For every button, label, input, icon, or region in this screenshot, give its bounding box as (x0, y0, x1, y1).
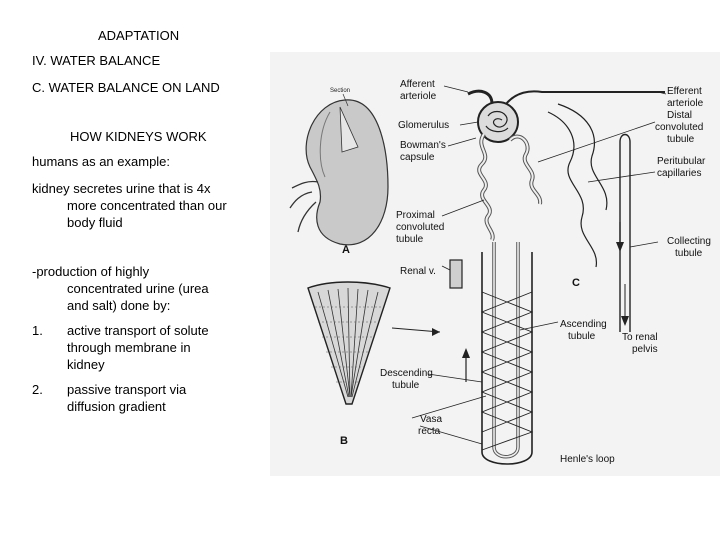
collecting-label-1: Collecting (667, 236, 711, 247)
production-text-line-2: concentrated urine (urea (67, 281, 209, 296)
renal-v-label: Renal v. (400, 266, 436, 277)
to-renal-label-1: To renal (622, 332, 658, 343)
vasa-label-1: Vasa (420, 414, 442, 425)
renal-pyramid-drawing (307, 281, 391, 405)
list-number-1: 1. (32, 323, 43, 338)
peritubular-label-1: Peritubular (657, 156, 706, 167)
kidney-drawing (289, 93, 389, 246)
slide-title: ADAPTATION (98, 28, 180, 43)
bowmans-label-1: Bowman's (400, 140, 446, 151)
list-item-1-line-3: kidney (67, 357, 105, 372)
panel-b-label: B (340, 435, 348, 447)
to-renal-label-2: pelvis (632, 344, 658, 355)
efferent-label-1: Efferent (667, 86, 702, 97)
distal-label-1: Distal (667, 110, 692, 121)
proximal-label-3: tubule (396, 234, 424, 245)
leader-lines (411, 85, 667, 445)
ascending-label-2: tubule (568, 331, 596, 342)
vasa-label-2: recta (418, 426, 441, 437)
panel-a-label: A (342, 244, 350, 256)
section-label: Section (330, 88, 350, 94)
ascending-label-1: Ascending (560, 319, 607, 330)
glomerulus-label: Glomerulus (398, 120, 449, 131)
collecting-label-2: tubule (675, 248, 703, 259)
nephron-figure: Section A B (270, 52, 720, 476)
kidney-text-line-3: body fluid (67, 215, 123, 230)
list-item-1-line-1: active transport of solute (67, 323, 209, 338)
henle-label: Henle's loop (560, 454, 615, 465)
efferent-label-2: arteriole (667, 98, 704, 109)
afferent-label-1: Afferent (400, 79, 435, 90)
descending-label-2: tubule (392, 380, 420, 391)
distal-label-3: tubule (667, 134, 695, 145)
production-text-line-1: -production of highly (32, 264, 150, 279)
peritubular-label-2: capillaries (657, 168, 701, 179)
list-number-2: 2. (32, 382, 43, 397)
bowmans-label-2: capsule (400, 152, 435, 163)
kidney-text-line-1: kidney secretes urine that is 4x (32, 181, 211, 196)
proximal-label-1: Proximal (396, 210, 435, 221)
kidney-text-line-2: more concentrated than our (67, 198, 227, 213)
nephron-diagram: Section A B (289, 79, 711, 465)
afferent-label-2: arteriole (400, 91, 437, 102)
example-line: humans as an example: (32, 154, 171, 169)
production-text-line-3: and salt) done by: (67, 298, 171, 313)
proximal-label-2: convoluted (396, 222, 444, 233)
distal-label-2: convoluted (655, 122, 703, 133)
descending-label-1: Descending (380, 368, 433, 379)
panel-c-label: C (572, 277, 580, 289)
list-item-2-line-2: diffusion gradient (67, 399, 166, 414)
list-item-1-line-2: through membrane in (67, 340, 191, 355)
subsection-heading: C. WATER BALANCE ON LAND (32, 80, 220, 95)
topic-heading: HOW KIDNEYS WORK (70, 129, 207, 144)
nephron-drawing (449, 89, 665, 465)
section-heading: IV. WATER BALANCE (32, 53, 161, 68)
list-item-2-line-1: passive transport via (67, 382, 187, 397)
